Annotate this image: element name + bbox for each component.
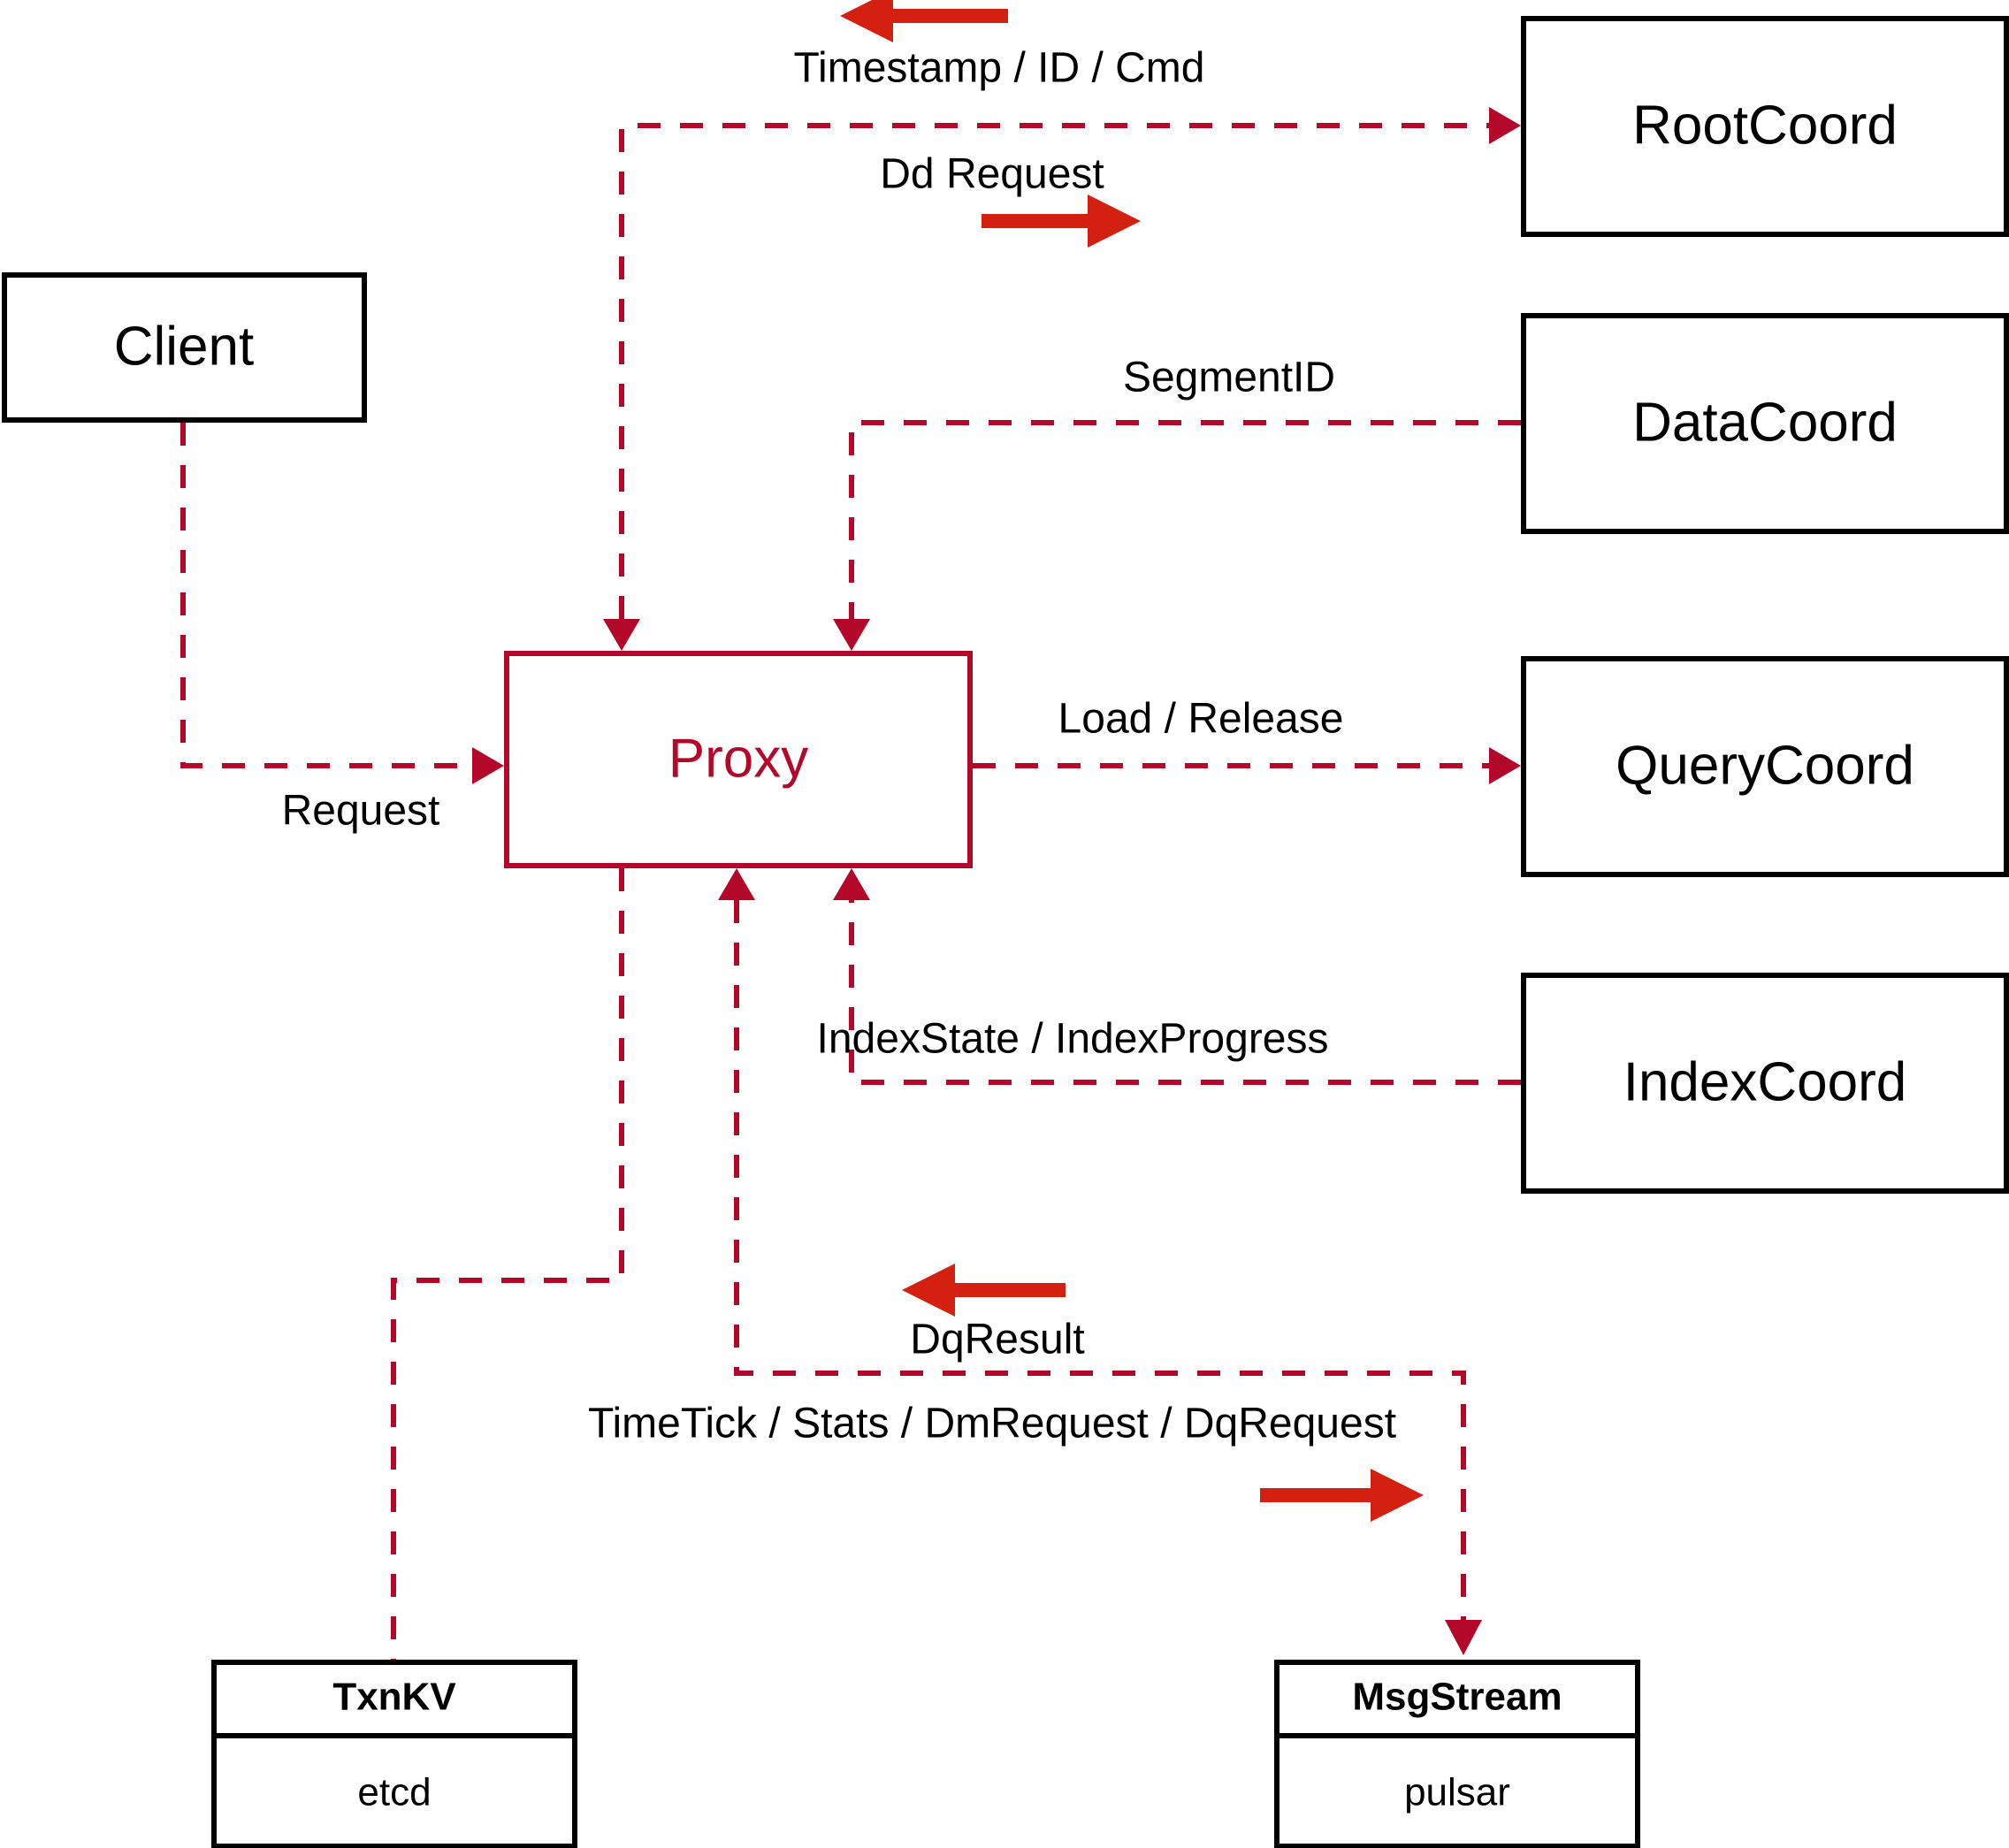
edge-label-load-release: Load / Release (1058, 696, 1344, 743)
edge-label-timestamp: Timestamp / ID / Cmd (794, 45, 1205, 92)
edge-proxy-msgstream (734, 900, 1466, 1630)
edge-label-timetick: TimeTick / Stats / DmRequest / DqRequest (588, 1401, 1396, 1447)
edge-label-dd-request: Dd Request (880, 151, 1104, 198)
direction-arrow-dqresult (902, 1264, 1066, 1317)
arrowhead-proxy-to-rootcoord (1489, 107, 1521, 144)
node-querycoord[interactable]: QueryCoord (1521, 656, 2009, 877)
edge-label-dqresult: DqResult (910, 1317, 1084, 1363)
proxy-box (504, 651, 973, 868)
edge-proxy-to-rootcoord (619, 123, 1503, 619)
edge-label-index-state: IndexState / IndexProgress (817, 1016, 1329, 1063)
arrowhead-datacoord-to-proxy (833, 619, 870, 651)
node-datacoord[interactable]: DataCoord (1521, 313, 2009, 534)
txnkv-box (211, 1660, 577, 1848)
arrowhead-rootcoord-to-proxy (603, 619, 640, 651)
msgstream-box (1274, 1660, 1640, 1848)
edge-datacoord-to-proxy (849, 420, 1521, 619)
node-indexcoord[interactable]: IndexCoord (1521, 973, 2009, 1194)
querycoord-label: QueryCoord (1616, 735, 1914, 796)
rootcoord-box (1521, 16, 2009, 237)
datacoord-label: DataCoord (1632, 392, 1898, 453)
datacoord-box (1521, 313, 2009, 534)
direction-arrow-timetick (1260, 1469, 1424, 1522)
edge-client-to-proxy (180, 423, 488, 768)
txnkv-impl: etcd (357, 1771, 431, 1814)
direction-arrow-dd-request (982, 195, 1141, 248)
direction-arrow-timestamp (840, 0, 1008, 42)
node-msgstream[interactable]: MsgStream pulsar (1274, 1660, 1640, 1848)
edge-proxy-to-txnkv (391, 868, 624, 1662)
node-rootcoord[interactable]: RootCoord (1521, 16, 2009, 237)
indexcoord-label: IndexCoord (1623, 1051, 1907, 1112)
arrowhead-msgstream-to-proxy (718, 868, 755, 900)
node-client[interactable]: Client (2, 272, 367, 423)
node-txnkv[interactable]: TxnKV etcd (211, 1660, 577, 1848)
querycoord-box (1521, 656, 2009, 877)
edge-label-segment-id: SegmentID (1123, 355, 1335, 401)
client-box (2, 272, 367, 423)
client-label: Client (114, 316, 255, 377)
node-proxy[interactable]: Proxy (504, 651, 973, 868)
txnkv-title: TxnKV (332, 1676, 456, 1719)
msgstream-impl: pulsar (1404, 1771, 1510, 1814)
edge-indexcoord-to-proxy (849, 900, 1521, 1085)
msgstream-title: MsgStream (1352, 1676, 1562, 1719)
indexcoord-box (1521, 973, 2009, 1194)
edge-label-request: Request (282, 788, 440, 835)
arrowhead-proxy-to-msgstream (1445, 1620, 1482, 1655)
arrowhead-indexcoord-to-proxy (833, 868, 870, 900)
arrowhead-proxy-to-querycoord (1489, 747, 1521, 784)
rootcoord-label: RootCoord (1632, 95, 1898, 156)
proxy-label: Proxy (668, 728, 808, 789)
arrowhead-client-to-proxy (472, 747, 504, 784)
